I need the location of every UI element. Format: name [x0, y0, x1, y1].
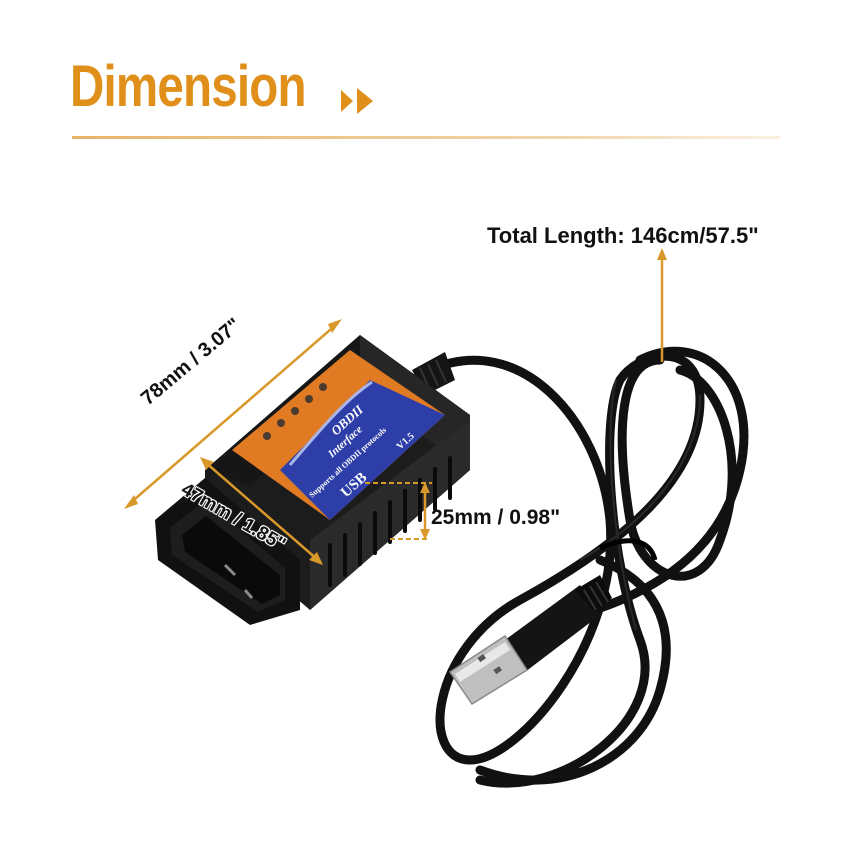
dimension-lines [124, 248, 667, 565]
total-length-label: Total Length: 146cm/57.5" [487, 223, 759, 248]
height-label: 25mm / 0.98" [431, 506, 561, 529]
double-chevron-right-icon [341, 88, 373, 114]
section-header: Dimension [70, 58, 358, 116]
obd-connector: OBDII Interface Supports all OBDII proto… [155, 335, 470, 625]
cable [425, 346, 749, 788]
page-title: Dimension [70, 54, 307, 119]
header-divider [72, 136, 780, 139]
usb-plug [448, 575, 612, 706]
